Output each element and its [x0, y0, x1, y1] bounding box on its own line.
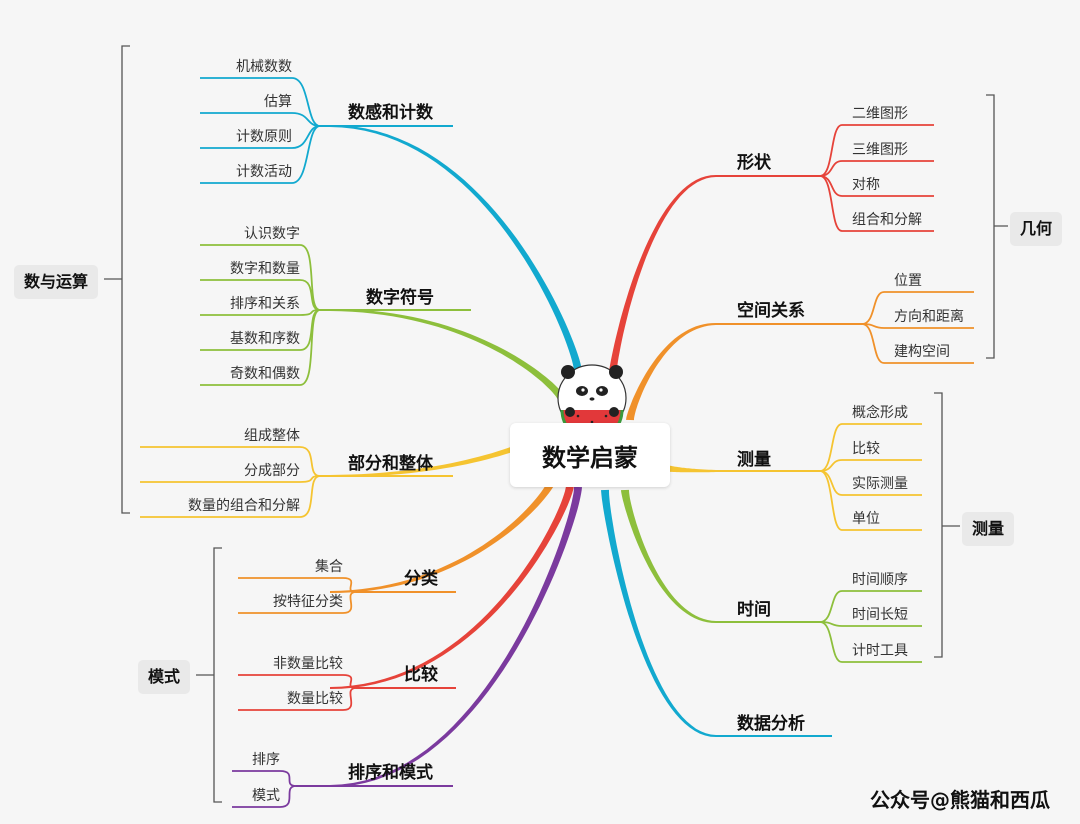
watermark: 公众号@熊猫和西瓜 — [870, 788, 1050, 812]
leaf-connector — [819, 124, 934, 177]
leaf-connector — [238, 674, 357, 689]
group-bracket — [104, 45, 130, 514]
branch-compare[interactable]: 比较 — [404, 665, 438, 685]
branch-connector — [330, 125, 582, 373]
topic-item[interactable]: 组成整体 — [244, 428, 300, 444]
leaf-connector — [238, 577, 357, 593]
branch-connector — [621, 489, 716, 623]
topic-item[interactable]: 比较 — [852, 441, 880, 457]
branch-classify[interactable]: 分类 — [404, 569, 438, 589]
topic-item[interactable]: 对称 — [852, 177, 880, 193]
group-label-measurement[interactable]: 测量 — [962, 512, 1015, 546]
leaf-connector — [200, 77, 321, 127]
topic-item[interactable]: 认识数字 — [244, 226, 300, 242]
leaf-connector — [200, 279, 321, 311]
topic-item[interactable]: 组合和分解 — [852, 212, 922, 228]
leaf-connector — [200, 309, 321, 386]
topic-item[interactable]: 方向和距离 — [894, 309, 964, 325]
group-bracket — [986, 94, 1008, 359]
topic-item[interactable]: 非数量比较 — [273, 656, 343, 672]
branch-part_whole[interactable]: 部分和整体 — [348, 454, 433, 474]
branch-connector — [661, 464, 716, 473]
leaf-connector — [140, 446, 321, 477]
topic-item[interactable]: 模式 — [252, 788, 280, 804]
leaf-connector — [232, 770, 297, 787]
branch-connector — [330, 477, 557, 593]
topic-item[interactable]: 时间顺序 — [852, 572, 908, 588]
branch-data[interactable]: 数据分析 — [737, 714, 805, 734]
leaf-connector — [819, 621, 922, 663]
central-topic[interactable]: 数学启蒙 — [510, 423, 670, 487]
branch-spatial[interactable]: 空间关系 — [737, 301, 805, 321]
topic-item[interactable]: 奇数和偶数 — [230, 366, 300, 382]
leaf-connector — [238, 591, 357, 614]
topic-item[interactable]: 计数原则 — [236, 129, 292, 145]
branch-numerals[interactable]: 数字符号 — [366, 288, 434, 308]
topic-item[interactable]: 按特征分类 — [273, 594, 343, 610]
topic-item[interactable]: 单位 — [852, 511, 880, 527]
leaf-connector — [819, 459, 922, 472]
leaf-connector — [200, 125, 321, 184]
topic-item[interactable]: 数量比较 — [287, 691, 343, 707]
group-label-numbers-operations[interactable]: 数与运算 — [14, 265, 99, 299]
branch-connector — [601, 489, 716, 737]
branch-measure[interactable]: 测量 — [737, 450, 771, 470]
leaf-connector — [200, 244, 321, 311]
topic-item[interactable]: 位置 — [894, 273, 922, 289]
branch-sort_pattern[interactable]: 排序和模式 — [348, 763, 433, 783]
topic-item[interactable]: 二维图形 — [852, 106, 908, 122]
topic-item[interactable]: 时间长短 — [852, 607, 908, 623]
topic-item[interactable]: 排序和关系 — [230, 296, 300, 312]
topic-item[interactable]: 排序 — [252, 752, 280, 768]
group-label-geometry[interactable]: 几何 — [1010, 212, 1063, 246]
topic-item[interactable]: 机械数数 — [236, 59, 292, 75]
leaf-connector — [140, 475, 321, 518]
branch-connector — [330, 484, 574, 689]
leaf-connector — [819, 160, 934, 177]
leaf-connector — [819, 590, 922, 623]
branch-time[interactable]: 时间 — [737, 600, 771, 620]
topic-item[interactable]: 建构空间 — [894, 344, 950, 360]
topic-item[interactable]: 数量的组合和分解 — [188, 498, 300, 514]
branch-shape[interactable]: 形状 — [737, 153, 771, 173]
topic-item[interactable]: 计数活动 — [236, 164, 292, 180]
branch-connector — [330, 426, 560, 477]
branch-connector — [608, 175, 716, 381]
branch-number_sense[interactable]: 数感和计数 — [348, 103, 433, 123]
group-label-patterns[interactable]: 模式 — [138, 660, 191, 694]
topic-item[interactable]: 集合 — [315, 559, 343, 575]
leaf-connector — [238, 687, 357, 711]
topic-item[interactable]: 计时工具 — [852, 643, 908, 659]
topic-item[interactable]: 分成部分 — [244, 463, 300, 479]
topic-item[interactable]: 概念形成 — [852, 405, 908, 421]
topic-item[interactable]: 三维图形 — [852, 142, 908, 158]
leaf-connector — [819, 470, 922, 531]
branch-connector — [330, 486, 582, 787]
leaf-connector — [861, 291, 974, 325]
group-bracket — [196, 547, 222, 803]
topic-item[interactable]: 基数和序数 — [230, 331, 300, 347]
leaf-connector — [232, 785, 297, 808]
branch-connector — [330, 309, 566, 401]
leaf-connector — [200, 112, 321, 127]
leaf-connector — [819, 175, 934, 232]
branch-connector — [626, 323, 716, 421]
leaf-connector — [819, 423, 922, 472]
group-bracket — [934, 392, 960, 658]
leaf-connector — [861, 323, 974, 364]
topic-item[interactable]: 实际测量 — [852, 476, 908, 492]
topic-item[interactable]: 估算 — [264, 94, 292, 110]
topic-item[interactable]: 数字和数量 — [230, 261, 300, 277]
